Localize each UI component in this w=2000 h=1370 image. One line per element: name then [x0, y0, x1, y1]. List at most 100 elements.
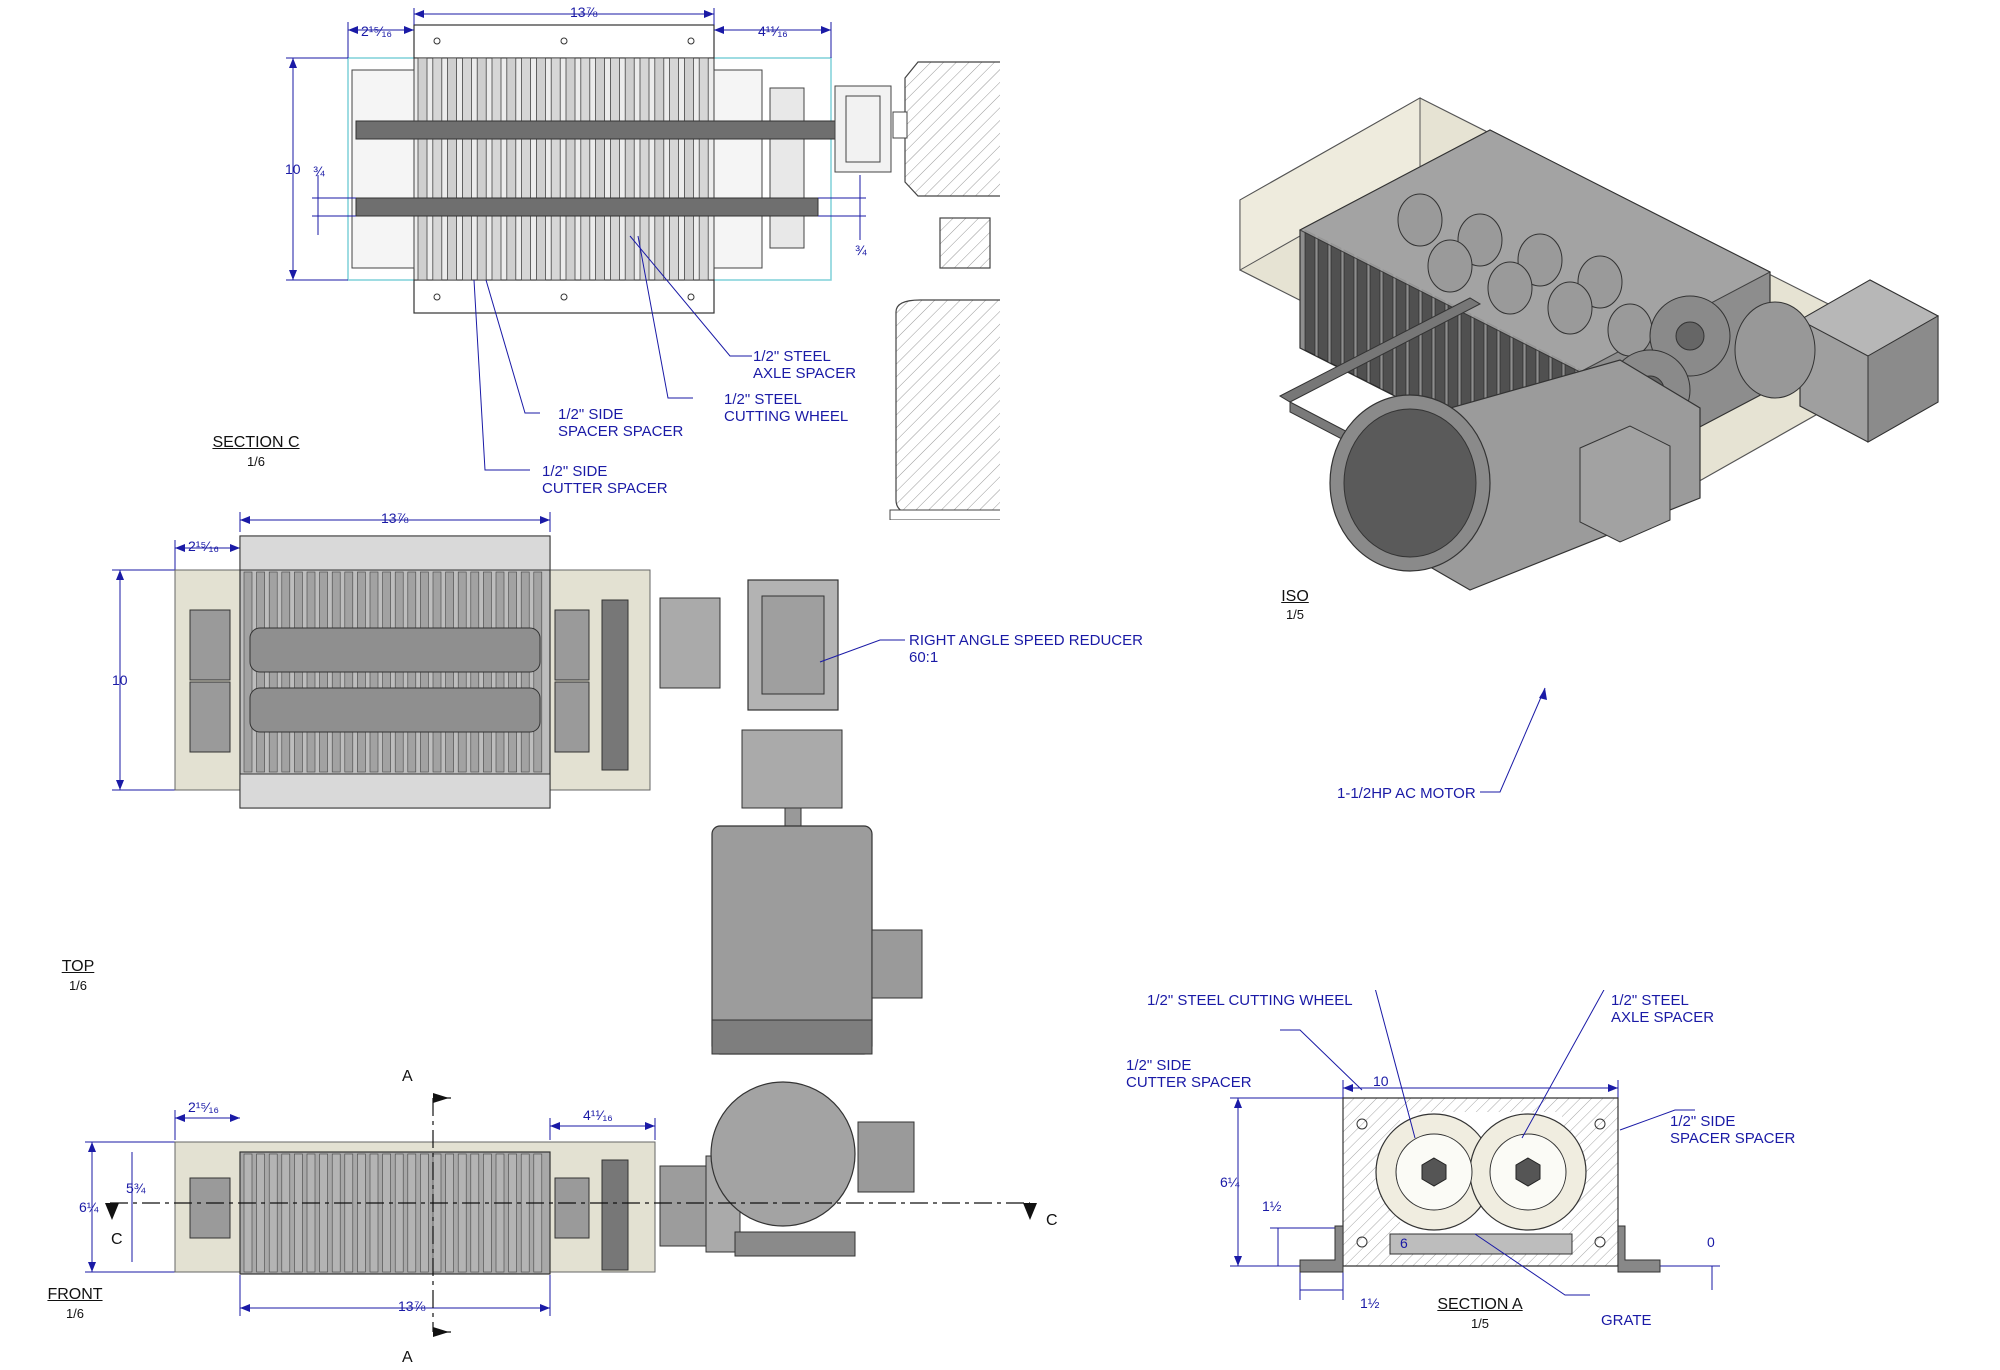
section-mark-a-bottom: A	[402, 1349, 413, 1366]
top-view-left-bearing-lower	[189, 681, 231, 753]
section-c-plate	[684, 57, 694, 281]
view-title-top: TOP	[61, 958, 95, 975]
front-view-blade	[331, 1153, 341, 1273]
section-c-plate	[491, 57, 502, 281]
view-scale-top: 1/6	[68, 978, 88, 993]
section-c-view	[286, 8, 1000, 520]
iso-blade	[1369, 262, 1381, 389]
front-view	[85, 1081, 1037, 1337]
section-c-plate	[521, 57, 531, 281]
top-view-right-bearing-upper	[554, 609, 590, 681]
view-scale-section-a: 1/5	[1470, 1316, 1490, 1331]
iso-motor-junction-box	[1579, 425, 1671, 543]
section-c-cutter-stack	[417, 57, 709, 281]
section-c-right-bearing-housing	[713, 69, 763, 269]
front-view-motor-end	[710, 1081, 856, 1227]
dim-section-a-grate: 6	[1400, 1235, 1408, 1251]
iso-motor-leader	[1480, 687, 1547, 793]
view-title-section-a: SECTION A	[1437, 1296, 1523, 1313]
dim-section-a-height: 6¼	[1220, 1174, 1240, 1190]
front-view-blade	[445, 1153, 454, 1273]
front-view-gear	[601, 1159, 629, 1271]
dim-section-a-foot: 1½	[1262, 1198, 1282, 1214]
section-c-plate	[624, 57, 635, 281]
section-c-upper-shaft	[355, 120, 851, 140]
label-ac-motor: 1-1/2HP AC MOTOR	[1337, 785, 1476, 802]
section-c-plate	[461, 57, 472, 281]
front-view-blade	[256, 1153, 265, 1273]
section-c-plate	[550, 57, 561, 281]
front-view-blade	[533, 1153, 543, 1273]
front-view-blade	[243, 1153, 253, 1273]
dim-top-width: 13⅞	[381, 510, 409, 526]
top-view-blade	[533, 571, 543, 773]
front-view-coupling	[659, 1165, 707, 1247]
section-c-plate	[417, 57, 428, 281]
top-view-motor-junction-box	[871, 929, 923, 999]
section-mark-c-right: C	[1046, 1212, 1058, 1229]
section-a-view	[1230, 990, 1720, 1300]
section-c-left-bearing-housing	[351, 69, 415, 269]
section-a-right-hex-shaft	[1515, 1157, 1541, 1187]
front-view-junction-box	[857, 1121, 915, 1193]
section-c-plate	[580, 57, 591, 281]
section-c-plate	[447, 57, 458, 281]
label-grate: GRATE	[1601, 1312, 1652, 1329]
dim-section-c-width: 13⅞	[570, 4, 598, 20]
dim-section-c-left: 2¹⁵⁄₁₆	[361, 23, 392, 39]
iso-blade	[1382, 269, 1394, 396]
section-c-plate	[536, 57, 546, 281]
front-view-motor-base	[734, 1231, 856, 1257]
top-view-lower-coupling	[741, 729, 843, 809]
iso-blade	[1343, 249, 1355, 376]
iso-coupling	[1734, 301, 1816, 399]
dim-top-left: 2¹⁵⁄₁₆	[188, 538, 219, 554]
label-section-a-axle-spacer: 1/2" STEEL AXLE SPACER	[1611, 992, 1715, 1026]
front-view-blade	[394, 1153, 404, 1273]
dim-section-a-zero: 0	[1707, 1234, 1715, 1250]
section-a-right-foot	[1617, 1225, 1661, 1273]
view-scale-section-c: 1/6	[246, 454, 266, 469]
section-c-bottom-flange	[413, 279, 715, 314]
top-view-upper-rotor	[249, 627, 541, 673]
front-view-blade	[268, 1153, 278, 1273]
iso-blade	[1304, 229, 1316, 356]
section-c-plate	[610, 57, 620, 281]
section-c-plate	[698, 57, 709, 281]
top-view	[112, 512, 923, 1055]
section-c-coupling	[834, 85, 892, 173]
dim-front-width: 13⅞	[398, 1298, 426, 1314]
section-mark-a-top: A	[402, 1068, 413, 1085]
section-mark-c-left: C	[111, 1231, 123, 1248]
top-view-blade	[243, 571, 253, 773]
label-section-c-cutting-wheel: 1/2" STEEL CUTTING WHEEL	[724, 391, 849, 425]
view-scale-iso: 1/5	[1285, 607, 1305, 622]
front-view-left-bearing	[189, 1177, 231, 1239]
section-c-shaft-section	[939, 217, 991, 269]
dim-section-a-bottom: 1½	[1360, 1295, 1380, 1311]
section-a-grate	[1389, 1233, 1573, 1255]
top-view-lower-rotor	[249, 687, 541, 733]
front-view-blade	[457, 1153, 467, 1273]
front-view-blade	[520, 1153, 530, 1273]
front-view-blade	[483, 1153, 492, 1273]
front-view-blade	[294, 1153, 303, 1273]
front-view-right-bearing	[554, 1177, 590, 1239]
section-c-plate	[565, 57, 576, 281]
front-view-blade	[369, 1153, 379, 1273]
section-c-plate	[639, 57, 650, 281]
section-c-plate	[595, 57, 605, 281]
section-c-plate	[669, 57, 679, 281]
section-c-plate	[476, 57, 487, 281]
label-section-c-side-spacer: 1/2" SIDE SPACER SPACER	[558, 406, 684, 440]
top-view-coupling	[659, 597, 721, 689]
front-view-blade	[281, 1153, 291, 1273]
section-c-plate	[654, 57, 665, 281]
dim-front-left: 2¹⁵⁄₁₆	[188, 1099, 219, 1115]
section-c-reducer-section	[904, 61, 1000, 197]
top-view-left-bearing-upper	[189, 609, 231, 681]
iso-blade	[1330, 242, 1342, 369]
front-view-cutter-stack	[243, 1153, 543, 1273]
section-c-gear-block	[769, 87, 805, 249]
